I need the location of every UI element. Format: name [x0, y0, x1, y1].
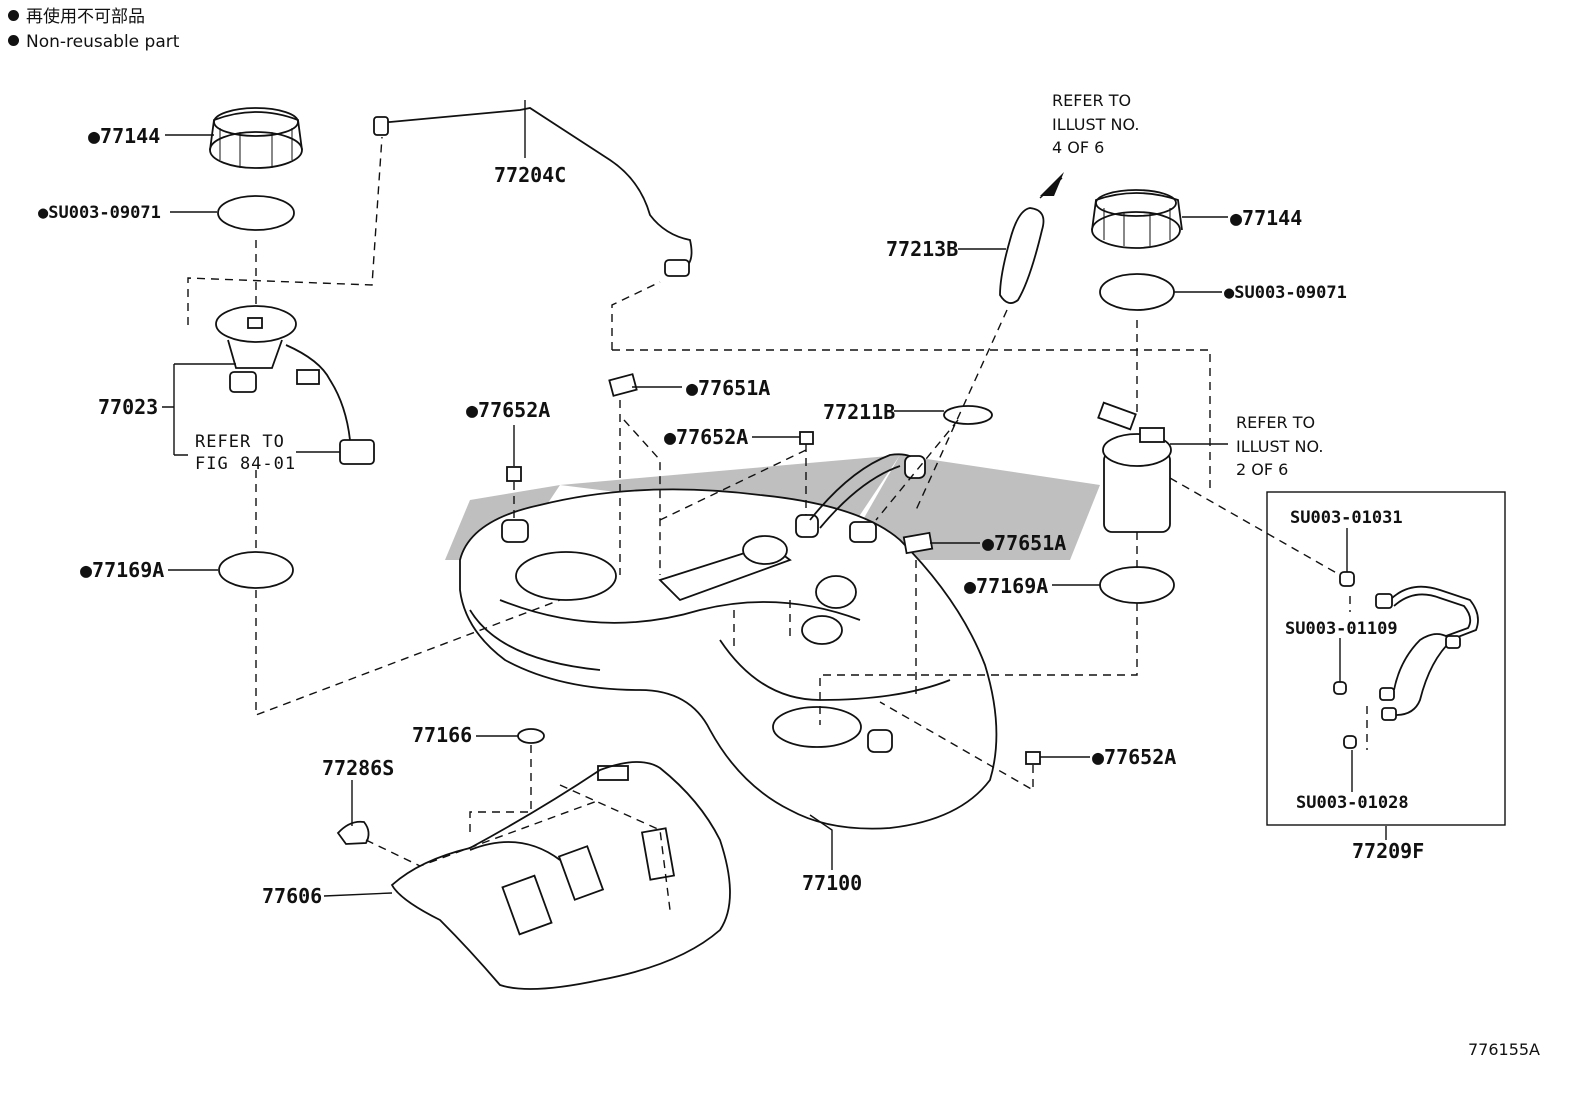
oring-icon [1343, 735, 1357, 749]
label-77169a-right: ●77169A [964, 574, 1048, 598]
tube-connector-icon [664, 259, 690, 277]
lock-ring-right-icon [1091, 189, 1183, 249]
plug-icon [799, 431, 814, 445]
label-77606: 77606 [262, 884, 322, 908]
label-su003-01028: SU003-01028 [1296, 793, 1409, 813]
refer-illust4-line1: REFER TO [1052, 91, 1131, 110]
bullet-icon [8, 10, 19, 21]
label-su003-09071-right: ●SU003-09071 [1224, 283, 1347, 303]
label-77169a-left: ●77169A [80, 558, 164, 582]
label-su003-01109: SU003-01109 [1285, 619, 1398, 639]
gasket-right-lower-icon [1099, 566, 1175, 604]
tube-connector-icon [373, 116, 389, 136]
refer-fig-line2: FIG 84-01 [195, 454, 296, 474]
kit-tubes-icon [1375, 585, 1479, 721]
plug-icon [1025, 751, 1041, 765]
legend-non-reusable-jp: 再使用不可部品 [8, 6, 145, 28]
label-77652a-1: ●77652A [466, 398, 550, 422]
legend-non-reusable-en: Non-reusable part [8, 31, 179, 53]
gasket-left-lower-icon [218, 551, 294, 589]
refer-illust2-line1: REFER TO [1236, 413, 1315, 432]
refer-illust2-line2: ILLUST NO. [1236, 437, 1323, 456]
label-77144-right: ●77144 [1230, 206, 1302, 230]
label-77100: 77100 [802, 871, 862, 895]
refer-illust2-line3: 2 OF 6 [1236, 460, 1288, 479]
legend-text-en: Non-reusable part [26, 32, 180, 52]
refer-illust4-line3: 4 OF 6 [1052, 138, 1104, 157]
label-77204c: 77204C [494, 163, 566, 187]
oring-icon [1333, 681, 1347, 695]
cap-icon [608, 373, 638, 397]
gasket-right-icon [1099, 273, 1175, 311]
grommet-icon [517, 728, 545, 744]
plug-icon [506, 466, 522, 482]
hose-icon [999, 207, 1045, 304]
cap-icon [902, 531, 934, 555]
gasket-left-icon [217, 195, 295, 231]
arrow-icon [1040, 172, 1064, 196]
label-su003-09071-left: ●SU003-09071 [38, 203, 161, 223]
lock-ring-left-icon [209, 107, 303, 169]
oring-icon [1339, 571, 1355, 587]
legend-text-jp: 再使用不可部品 [26, 7, 145, 27]
label-77209f: 77209F [1352, 839, 1424, 863]
protector-plate-icon [390, 761, 731, 990]
label-77144-left: ●77144 [88, 124, 160, 148]
refer-illust4-line2: ILLUST NO. [1052, 115, 1139, 134]
bullet-icon [8, 35, 19, 46]
label-77023: 77023 [98, 395, 158, 419]
label-77651a-1: ●77651A [686, 376, 770, 400]
label-77286s: 77286S [322, 756, 394, 780]
label-su003-01031: SU003-01031 [1290, 508, 1403, 528]
label-77652a-2: ●77652A [664, 425, 748, 449]
label-77651a-2: ●77651A [982, 531, 1066, 555]
label-77213b: 77213B [886, 237, 958, 261]
fuel-pump-icon [1097, 401, 1172, 533]
sender-gauge-icon [215, 305, 375, 465]
fuel-tank-icon [459, 453, 998, 830]
label-77211b: 77211B [823, 400, 895, 424]
label-77166: 77166 [412, 723, 472, 747]
leader-lines [162, 100, 1387, 897]
refer-fig-line1: REFER TO [195, 432, 285, 452]
kit-box [1266, 491, 1506, 826]
clip-icon [336, 820, 370, 845]
illustration-code: 776155A [1467, 1040, 1540, 1059]
fuel-tube-icon [382, 107, 693, 269]
label-77652a-3: ●77652A [1092, 745, 1176, 769]
clamp-icon [943, 405, 993, 425]
